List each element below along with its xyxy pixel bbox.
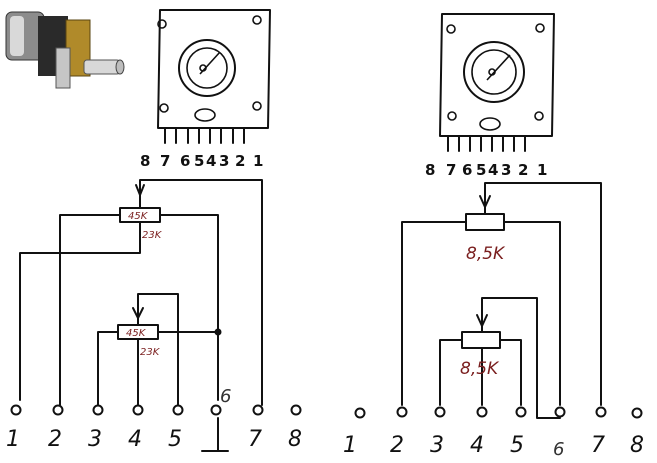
terminal-label: 3 — [88, 427, 102, 452]
resistor-value-label: 8,5K — [466, 244, 506, 264]
terminal-label: 8 — [630, 433, 644, 458]
left-wiring — [10, 179, 302, 452]
terminal-label: 2 — [390, 433, 404, 458]
resistor-tap-label: 23K — [140, 347, 161, 358]
terminal-label: 6 — [553, 439, 564, 460]
potentiometer-outline-icon — [157, 9, 271, 144]
pin6-note: 6 — [220, 386, 231, 407]
header-pin-label: 1 — [253, 152, 263, 170]
right-pin-labels: 1 2 3 4 5 6 7 8 — [343, 433, 644, 460]
header-pin-label: 4 — [488, 161, 498, 179]
left-pin-labels: 1 2 3 4 5 7 8 — [6, 427, 302, 452]
right-wiring — [354, 182, 643, 419]
header-pin-label: 2 — [235, 152, 245, 170]
header-pin-numbers: 8 7 6 5 4 3 2 1 — [140, 152, 263, 170]
resistor-value-label: 45K — [126, 328, 147, 339]
potentiometer-photo-icon — [5, 11, 125, 89]
header-pin-label: 6 — [462, 161, 472, 179]
header-pin-label: 1 — [537, 161, 547, 179]
terminal-label: 4 — [128, 427, 142, 452]
terminal-label: 7 — [248, 427, 262, 452]
resistor-value-label: 8,5K — [460, 359, 500, 379]
terminal-label: 8 — [288, 427, 302, 452]
header-pin-label: 3 — [219, 152, 229, 170]
header-pin-label: 5 — [194, 152, 204, 170]
resistor-top-right — [465, 213, 505, 231]
header-pin-label: 6 — [180, 152, 190, 170]
header-pin-label: 8 — [140, 152, 150, 170]
potentiometer-outline-icon — [439, 13, 555, 152]
header-pin-label: 5 — [476, 161, 486, 179]
header-pin-label: 3 — [501, 161, 511, 179]
header-pin-label: 4 — [206, 152, 216, 170]
terminal-label: 4 — [470, 433, 484, 458]
terminal-label: 1 — [6, 427, 20, 452]
terminal-label: 2 — [48, 427, 62, 452]
header-pin-label: 8 — [425, 161, 435, 179]
terminal-label: 1 — [343, 433, 357, 458]
terminal-label: 5 — [510, 433, 524, 458]
header-pin-label: 2 — [518, 161, 528, 179]
header-pin-label: 7 — [160, 152, 170, 170]
terminal-label: 3 — [430, 433, 444, 458]
header-pin-label: 7 — [446, 161, 456, 179]
resistor-value-label: 45K — [128, 211, 149, 222]
header-pin-numbers: 8 7 6 5 4 3 2 1 — [425, 161, 547, 179]
resistor-tap-label: 23K — [142, 230, 163, 241]
terminal-label: 5 — [168, 427, 182, 452]
resistor-bottom-right — [461, 331, 501, 349]
terminal-label: 7 — [591, 433, 605, 458]
